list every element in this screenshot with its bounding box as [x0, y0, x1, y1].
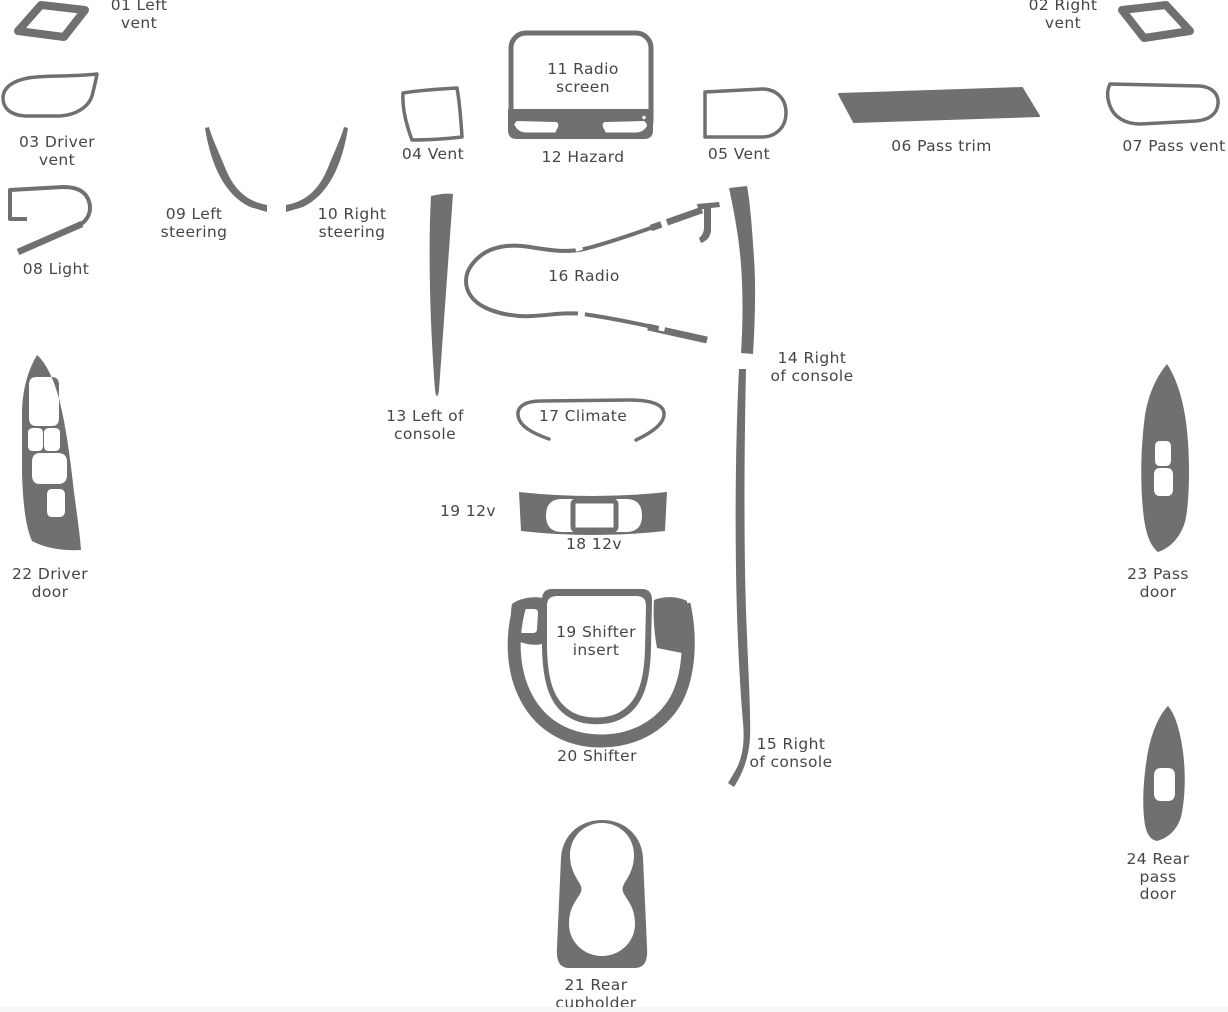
bottom-edge-line	[0, 1007, 1228, 1012]
part-08-light-shape	[8, 185, 92, 255]
part-22-driver-door-label: 22 Driver door	[12, 565, 88, 601]
part-15-right-of-console-shape	[728, 369, 751, 787]
part-06-pass-trim-shape	[838, 87, 1040, 123]
part-05-vent-shape	[703, 87, 788, 139]
part-10-right-steering-shape	[286, 127, 348, 212]
part-19-12v-label: 19 12v	[440, 502, 496, 520]
part-20-shifter-label: 20 Shifter	[557, 747, 637, 765]
part-13-left-of-console-label: 13 Left of console	[386, 407, 464, 443]
part-21-rear-cupholder-shape	[556, 820, 648, 968]
part-12-hazard-label: 12 Hazard	[541, 148, 625, 166]
part-17-climate-label: 17 Climate	[538, 407, 628, 425]
part-14-right-of-console-label: 14 Right of console	[770, 349, 854, 385]
part-15-right-of-console-label: 15 Right of console	[749, 735, 833, 771]
part-03-driver-vent-shape	[1, 72, 99, 118]
part-02-right-vent-shape	[1118, 1, 1194, 42]
part-16-radio-label: 16 Radio	[548, 267, 620, 285]
part-19-shifter-insert-label: 19 Shifter insert	[556, 623, 636, 659]
part-23-pass-door-label: 23 Pass door	[1127, 565, 1189, 601]
part-03-driver-vent-label: 03 Driver vent	[19, 133, 95, 169]
part-02-right-vent-label: 02 Right vent	[1028, 0, 1098, 32]
part-09-left-steering-shape	[205, 127, 267, 212]
part-22-driver-door-shape	[22, 355, 81, 551]
part-09-left-steering-label: 09 Left steering	[160, 205, 228, 241]
part-11-radio-screen-shape	[508, 30, 654, 139]
part-07-pass-vent-shape	[1106, 82, 1220, 126]
part-01-left-vent-label: 01 Left vent	[110, 0, 168, 32]
part-01-left-vent-shape	[14, 1, 89, 41]
part-06-pass-trim-label: 06 Pass trim	[891, 137, 992, 155]
part-04-vent-label: 04 Vent	[401, 145, 465, 163]
part-21-rear-cupholder-label: 21 Rear cupholder	[555, 976, 637, 1012]
part-18-12v-label: 18 12v	[566, 535, 622, 553]
part-17-climate-shape	[516, 398, 666, 442]
part-08-light-label: 08 Light	[22, 260, 90, 278]
part-18-12v-shape	[519, 492, 667, 535]
part-24-rear-pass-door-shape	[1143, 706, 1185, 841]
part-14-right-of-console-shape	[729, 186, 756, 354]
part-11-radio-screen-label: 11 Radio screen	[547, 60, 619, 96]
part-20-shifter-shape	[507, 589, 695, 748]
part-05-vent-label: 05 Vent	[707, 145, 771, 163]
part-07-pass-vent-label: 07 Pass vent	[1122, 137, 1226, 155]
part-13-left-of-console-shape	[429, 193, 453, 396]
part-24-rear-pass-door-label: 24 Rear pass door	[1126, 850, 1190, 903]
part-23-pass-door-shape	[1141, 364, 1189, 552]
part-16-radio-shape	[463, 202, 720, 344]
part-10-right-steering-label: 10 Right steering	[317, 205, 387, 241]
part-04-vent-shape	[401, 86, 464, 142]
